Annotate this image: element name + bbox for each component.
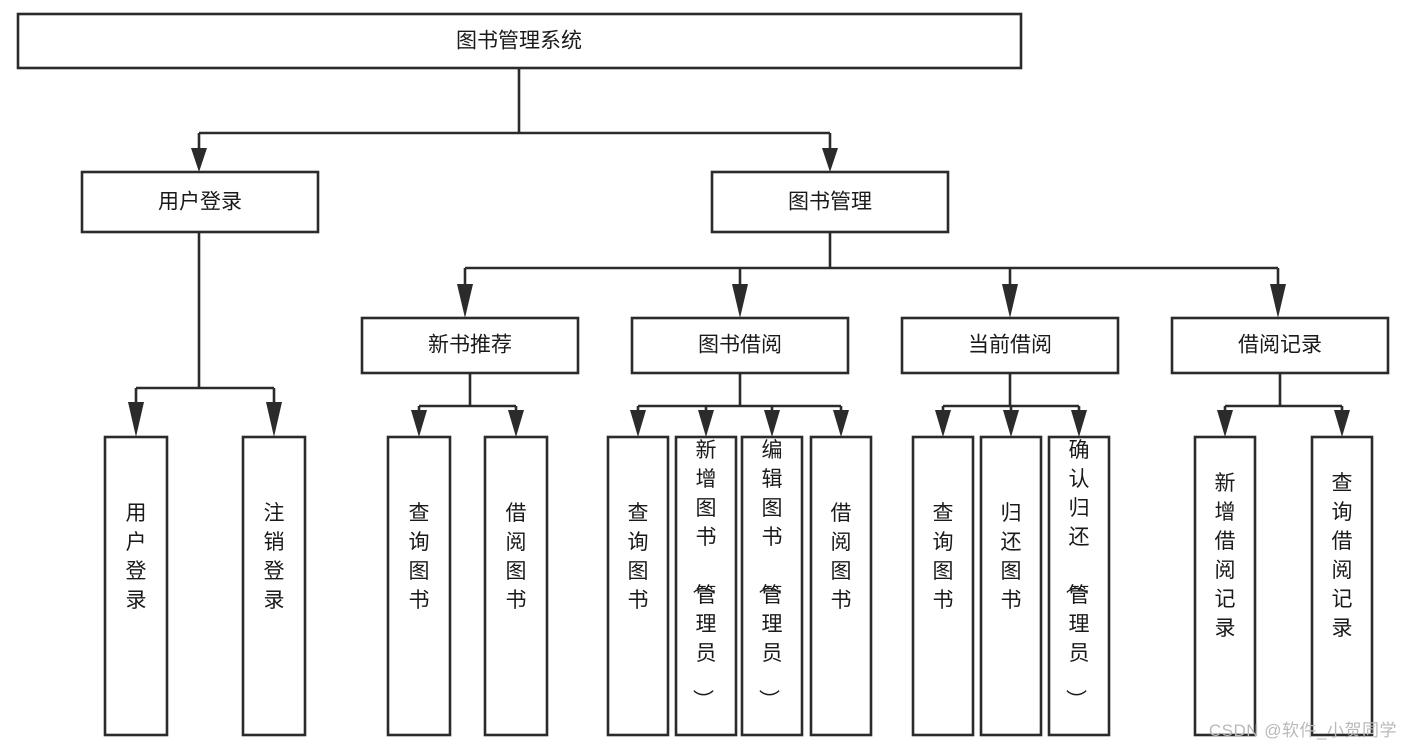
node-new-book-recommend-label: 新书推荐	[428, 334, 512, 357]
node-borrow-record-label: 借阅记录	[1238, 334, 1322, 357]
leaf-node-add-record[interactable]: 新增借阅记录	[1193, 435, 1257, 737]
leaf-add-record-label: 新增借阅记录	[1215, 472, 1236, 640]
csdn-watermark: CSDN @软件_小贺同学	[1208, 721, 1397, 740]
node-root-box[interactable]	[16, 12, 1023, 70]
node-user-login-box[interactable]	[80, 170, 320, 234]
arrow-to-leaf-query-book-3	[935, 410, 951, 437]
leaf-edit-book-label: 编辑图书（管理员）	[757, 439, 783, 710]
leaf-borrow-book-1-label: 借阅图书	[506, 502, 527, 612]
arrow-to-new-book-recommend	[457, 284, 473, 318]
arrow-to-book-manage	[822, 148, 838, 172]
arrow-to-current-borrow	[1002, 284, 1018, 318]
leaf-edit-book-box[interactable]	[740, 435, 804, 737]
leaf-user-logout-box[interactable]	[241, 435, 307, 737]
node-user-login-label: 用户登录	[158, 191, 242, 214]
leaf-query-record-box[interactable]	[1310, 435, 1374, 737]
leaf-query-book-3-label: 查询图书	[933, 502, 954, 612]
node-book-borrow-box[interactable]	[630, 316, 850, 375]
leaf-add-record-box[interactable]	[1193, 435, 1257, 737]
arrow-to-borrow-record	[1270, 284, 1286, 318]
leaf-add-book-box[interactable]	[674, 435, 738, 737]
leaf-return-book-box[interactable]	[979, 435, 1043, 737]
leaf-node-borrow-book-1[interactable]: 借阅图书	[483, 435, 549, 737]
node-borrow-record-box[interactable]	[1170, 316, 1390, 375]
node-book-borrow[interactable]: 图书借阅	[630, 316, 850, 375]
arrow-to-leaf-user-login	[128, 402, 144, 437]
leaf-node-query-book-3[interactable]: 查询图书	[911, 435, 975, 737]
leaf-query-book-2-label: 查询图书	[628, 502, 649, 612]
arrow-to-user-login	[191, 148, 207, 172]
leaf-add-book-label: 新增图书（管理员）	[691, 439, 717, 710]
node-book-borrow-label: 图书借阅	[698, 334, 782, 357]
arrow-to-leaf-return-book	[1003, 410, 1019, 437]
node-borrow-record[interactable]: 借阅记录	[1170, 316, 1390, 375]
leaf-node-return-book[interactable]: 归还图书	[979, 435, 1043, 737]
node-current-borrow[interactable]: 当前借阅	[900, 316, 1120, 375]
leaf-query-book-2-box[interactable]	[606, 435, 670, 737]
leaf-confirm-return-box[interactable]	[1047, 435, 1111, 737]
leaf-node-borrow-book-2[interactable]: 借阅图书	[809, 435, 873, 737]
leaf-node-user-logout[interactable]: 注销登录	[241, 435, 307, 737]
node-new-book-recommend-box[interactable]	[360, 316, 580, 375]
leaf-query-record-label: 查询借阅记录	[1332, 472, 1353, 640]
node-root[interactable]: 图书管理系统	[16, 12, 1023, 70]
leaf-node-query-book-2[interactable]: 查询图书	[606, 435, 670, 737]
leaf-user-logout-label: 注销登录	[264, 502, 285, 612]
arrow-to-leaf-user-logout	[266, 402, 282, 437]
leaf-confirm-return-label: 确认归还（管理员）	[1064, 439, 1090, 710]
arrow-to-leaf-borrow-book-1	[508, 410, 524, 437]
node-user-login[interactable]: 用户登录	[80, 170, 320, 234]
arrow-to-leaf-confirm-return	[1071, 410, 1087, 437]
leaf-node-add-book[interactable]: 新增图书（管理员）	[674, 435, 738, 737]
leaf-borrow-book-2-box[interactable]	[809, 435, 873, 737]
leaf-query-book-3-box[interactable]	[911, 435, 975, 737]
leaf-borrow-book-1-box[interactable]	[483, 435, 549, 737]
leaf-query-book-1-box[interactable]	[386, 435, 452, 737]
arrow-to-leaf-edit-book	[764, 410, 780, 437]
node-current-borrow-box[interactable]	[900, 316, 1120, 375]
leaf-node-user-login[interactable]: 用户登录	[103, 435, 169, 737]
node-book-manage[interactable]: 图书管理	[710, 170, 950, 234]
leaf-borrow-book-2-label: 借阅图书	[831, 502, 852, 612]
arrow-to-leaf-borrow-book-2	[833, 410, 849, 437]
node-current-borrow-label: 当前借阅	[968, 334, 1052, 357]
leaf-user-login-box[interactable]	[103, 435, 169, 737]
node-book-manage-box[interactable]	[710, 170, 950, 234]
leaf-node-query-book-1[interactable]: 查询图书	[386, 435, 452, 737]
leaf-query-book-1-label: 查询图书	[409, 502, 430, 612]
leaf-return-book-label: 归还图书	[1001, 502, 1022, 612]
arrow-to-leaf-query-book-1	[411, 410, 427, 437]
arrow-to-leaf-query-record	[1334, 410, 1350, 437]
arrow-to-leaf-query-book-2	[630, 410, 646, 437]
node-new-book-recommend[interactable]: 新书推荐	[360, 316, 580, 375]
arrow-to-book-borrow	[732, 284, 748, 318]
node-book-manage-label: 图书管理	[788, 191, 872, 214]
leaf-user-login-label: 用户登录	[126, 502, 147, 612]
leaf-node-query-record[interactable]: 查询借阅记录	[1310, 435, 1374, 737]
connector-layer	[128, 68, 1350, 437]
arrow-to-leaf-add-record	[1217, 410, 1233, 437]
node-root-label: 图书管理系统	[456, 30, 582, 53]
leaf-node-confirm-return[interactable]: 确认归还（管理员）	[1047, 435, 1111, 737]
arrow-to-leaf-add-book	[698, 410, 714, 437]
leaf-node-edit-book[interactable]: 编辑图书（管理员）	[740, 435, 804, 737]
